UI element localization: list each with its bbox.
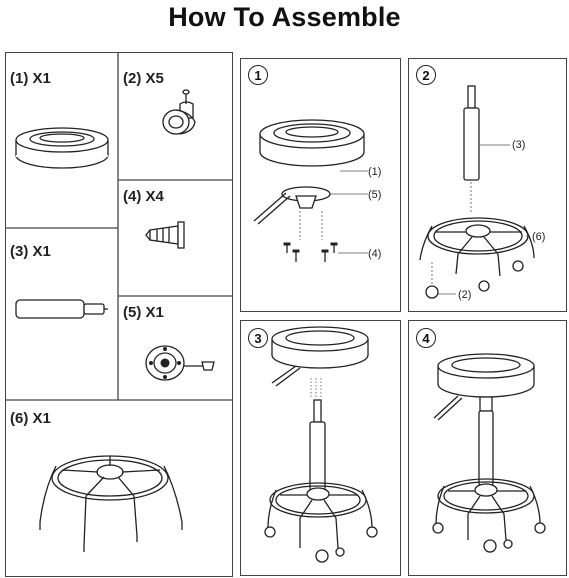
step-1-callout-screws: (4)	[368, 248, 382, 260]
screw-drawing	[145, 221, 185, 249]
base-drawing	[39, 455, 183, 552]
step-3-panel	[240, 320, 401, 576]
part-label-seat-plate: (5) X1	[123, 304, 164, 321]
step-3-drawing	[264, 326, 378, 563]
step-1-callout-seat: (1)	[368, 166, 382, 178]
step-3-number: 3	[248, 328, 268, 348]
step-1-number: 1	[248, 65, 268, 85]
step-2-number: 2	[416, 65, 436, 85]
step-1-panel	[240, 58, 401, 312]
part-label-gas-cylinder: (3) X1	[10, 243, 51, 260]
part-label-base: (6) X1	[10, 410, 51, 427]
seat-cushion-drawing	[15, 127, 109, 169]
parts-panel	[5, 52, 233, 577]
step-4-drawing	[432, 353, 546, 553]
seat-plate-drawing	[145, 345, 215, 381]
step-1-drawing	[253, 119, 368, 262]
step-2-callout-cylinder: (3)	[512, 139, 526, 151]
step-2-drawing	[419, 85, 535, 299]
gas-cylinder-drawing	[15, 299, 108, 319]
part-label-seat: (1) X1	[10, 70, 51, 87]
step-2-callout-base: (6)	[532, 231, 546, 243]
caster-drawing	[162, 89, 196, 135]
page-title: How To Assemble	[168, 2, 401, 32]
part-label-screw: (4) X4	[123, 188, 164, 205]
step-1-callout-plate: (5)	[368, 189, 382, 201]
step-4-panel	[408, 320, 567, 576]
step-4-number: 4	[416, 328, 436, 348]
step-2-callout-casters: (2)	[458, 289, 472, 301]
part-label-caster: (2) X5	[123, 70, 164, 87]
step-2-panel	[408, 58, 567, 312]
